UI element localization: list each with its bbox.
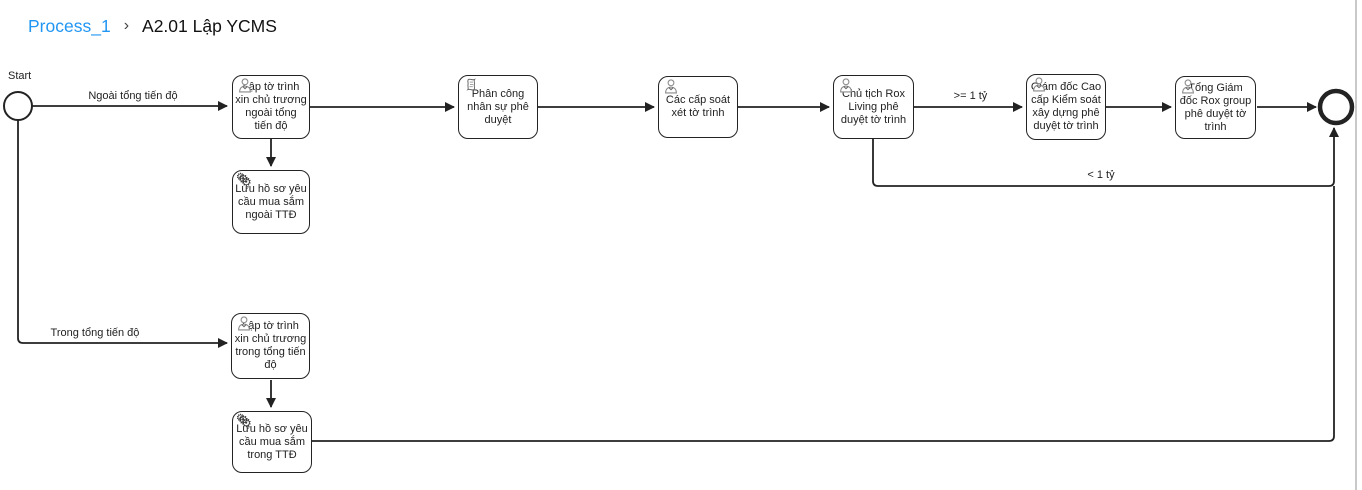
task-luu-ho-so-ngoai-ttd[interactable]: ⚙ ⚙ ⚙ Lưu hồ sơ yêu cầu mua sắm ngoài TT… bbox=[232, 170, 310, 234]
task-label: Giám đốc Cao cấp Kiểm soát xây dựng phê … bbox=[1030, 81, 1102, 132]
flow-luu-trong-to-end[interactable] bbox=[312, 186, 1335, 442]
task-label: Lập tờ trình xin chủ trương ngoài tổng t… bbox=[235, 81, 307, 132]
start-event-label: Start bbox=[8, 70, 32, 82]
edge-label-gte-1-ty[interactable]: >= 1 tỷ bbox=[953, 90, 988, 102]
end-event[interactable] bbox=[1317, 88, 1355, 126]
task-label: Lưu hồ sơ yêu cầu mua sắm ngoài TTĐ bbox=[235, 182, 307, 221]
breadcrumb-separator-icon: › bbox=[123, 17, 130, 34]
breadcrumb: Process_1 › A2.01 Lập YCMS bbox=[28, 15, 277, 37]
task-chu-tich-rox-living[interactable]: Chủ tịch Rox Living phê duyệt tờ trình bbox=[833, 75, 914, 139]
canvas-right-border bbox=[1355, 0, 1357, 490]
task-lap-to-trinh-ngoai-ttd[interactable]: Lập tờ trình xin chủ trương ngoài tổng t… bbox=[232, 75, 310, 139]
user-icon bbox=[662, 79, 680, 95]
task-label: Chủ tịch Rox Living phê duyệt tờ trình bbox=[840, 87, 907, 126]
task-lap-to-trinh-trong-ttd[interactable]: Lập tờ trình xin chủ trương trong tổng t… bbox=[231, 313, 310, 379]
flow-chu-tich-to-end-lt-1-ty[interactable] bbox=[872, 127, 1339, 187]
edge-label-ngoai-tong-tien-do[interactable]: Ngoài tổng tiến độ bbox=[88, 90, 178, 102]
breadcrumb-process-link[interactable]: Process_1 bbox=[28, 16, 111, 36]
task-giam-doc-cao-cap-kiem-soat[interactable]: Giám đốc Cao cấp Kiểm soát xây dựng phê … bbox=[1026, 74, 1106, 140]
task-label: Tổng Giám đốc Rox group phê duyệt tờ trì… bbox=[1179, 81, 1252, 133]
task-phan-cong-nhan-su[interactable]: Phân công nhân sự phê duyệt bbox=[458, 75, 538, 139]
start-event[interactable] bbox=[3, 91, 33, 121]
task-label: Lập tờ trình xin chủ trương trong tổng t… bbox=[234, 320, 307, 371]
breadcrumb-current-title: A2.01 Lập YCMS bbox=[142, 16, 277, 36]
task-tong-giam-doc-rox-group[interactable]: Tổng Giám đốc Rox group phê duyệt tờ trì… bbox=[1175, 76, 1256, 139]
task-label: Lưu hồ sơ yêu cầu mua sắm trong TTĐ bbox=[236, 422, 308, 461]
flow-start-to-lap-trong[interactable] bbox=[17, 120, 228, 348]
edge-label-trong-tong-tien-do[interactable]: Trong tổng tiến độ bbox=[50, 327, 140, 339]
task-cac-cap-soat-xet[interactable]: Các cấp soát xét tờ trình bbox=[658, 76, 738, 138]
task-label: Phân công nhân sự phê duyệt bbox=[467, 87, 529, 126]
task-label: Các cấp soát xét tờ trình bbox=[665, 94, 731, 119]
task-luu-ho-so-trong-ttd[interactable]: ⚙ ⚙ ⚙ Lưu hồ sơ yêu cầu mua sắm trong TT… bbox=[232, 411, 312, 473]
edge-label-lt-1-ty[interactable]: < 1 tỷ bbox=[1087, 169, 1115, 181]
